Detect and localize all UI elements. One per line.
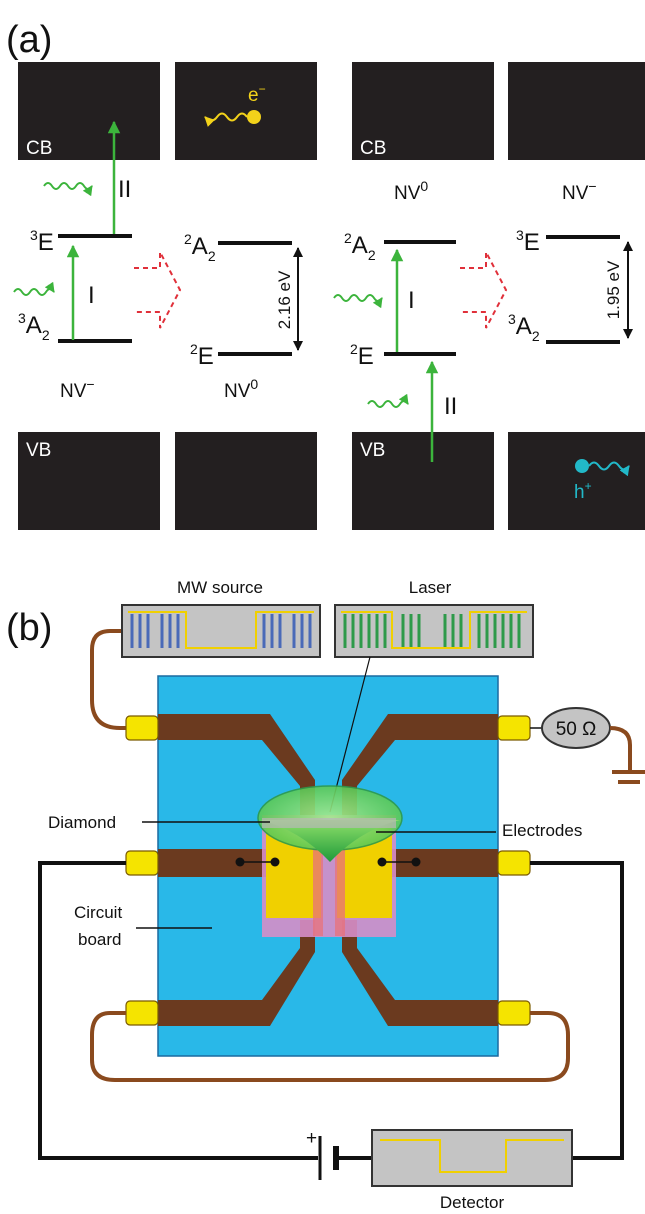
wire-bonds <box>235 857 421 867</box>
step-1-right: I <box>408 287 415 314</box>
level-2e-right: 2E <box>350 341 374 370</box>
nv-zero-recharge-levels: NV0 2A2 2E I II <box>333 178 457 462</box>
step-1-left: I <box>88 282 95 309</box>
valence-band: VB VB <box>18 432 645 530</box>
level-2e-left-result: 2E <box>190 341 214 370</box>
conduction-band: CB CB <box>18 62 645 160</box>
level-2a2-right: 2A2 <box>344 230 376 263</box>
level-3a2-left: 3A2 <box>18 310 50 343</box>
vb-label-right: VB <box>360 440 385 461</box>
loop-cable <box>90 1011 570 1082</box>
laser-box <box>334 604 534 658</box>
cb-label-right: CB <box>360 138 386 159</box>
caption-nv-minus: NV− <box>60 376 95 402</box>
circuit-board-label-line2: board <box>78 930 121 949</box>
transition-arrow-right <box>460 251 508 329</box>
electron-label: e− <box>248 82 266 106</box>
cb-label-left: CB <box>26 138 52 159</box>
connectors <box>125 715 531 1026</box>
mw-source-label: MW source <box>177 578 263 597</box>
nv-zero-levels: 2A2 2E 2.16 eV NV0 <box>184 231 303 402</box>
nv-minus-result-levels: NV− 3E 3A2 1.95 eV <box>508 178 633 344</box>
level-3a2-right: 3A2 <box>508 311 540 344</box>
laser-beam <box>257 656 403 862</box>
nv-minus-levels: 3E 3A2 I II NV− <box>13 120 132 402</box>
panel-a-label: (a) <box>6 19 52 61</box>
panel-b-label: (b) <box>6 607 52 649</box>
ground-icon <box>612 770 645 784</box>
detector-wire-left <box>38 861 318 1160</box>
vb-label-left: VB <box>26 440 51 461</box>
battery-plus: + <box>306 1128 317 1149</box>
level-3e-left: 3E <box>30 227 54 256</box>
diamond-label: Diamond <box>48 813 116 832</box>
electron-emission: e− <box>204 82 266 127</box>
title-nv-zero: NV0 <box>394 178 428 204</box>
hole-label: h+ <box>574 479 592 503</box>
circuit-board-label-line1: Circuit <box>74 903 122 922</box>
level-2a2-left-result: 2A2 <box>184 231 216 264</box>
traces <box>158 714 498 1026</box>
caption-nv-zero: NV0 <box>224 376 258 402</box>
detector-wire-right <box>530 861 624 1160</box>
resistor-50-ohm: 50 Ω <box>530 707 632 770</box>
electrodes-label: Electrodes <box>502 821 582 840</box>
transition-arrow-left <box>134 251 182 329</box>
mw-source-box <box>121 604 321 658</box>
battery-icon: + <box>306 1128 339 1180</box>
detector-box <box>371 1129 573 1187</box>
hole-emission: h+ <box>574 459 630 503</box>
mw-cable <box>90 629 130 730</box>
laser-label: Laser <box>409 578 452 597</box>
step-2-right: II <box>444 393 457 420</box>
detector-label: Detector <box>440 1193 505 1212</box>
energy-gap-nv-minus: 1.95 eV <box>604 260 623 319</box>
level-3e-right: 3E <box>516 227 540 256</box>
step-2-left: II <box>118 176 131 203</box>
title-nv-minus: NV− <box>562 178 597 204</box>
energy-gap-nv0: 2.16 eV <box>275 270 294 329</box>
resistor-label: 50 Ω <box>556 719 597 740</box>
